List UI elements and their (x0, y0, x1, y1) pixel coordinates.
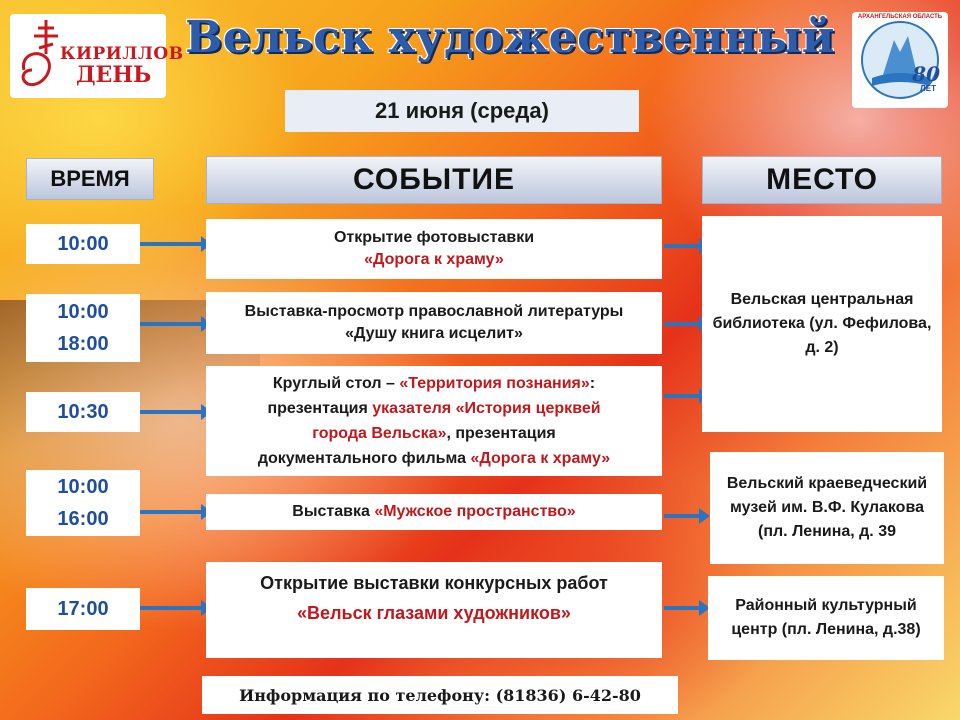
event-highlight: «Мужское пространство» (374, 503, 576, 520)
event-text: Круглый стол – (272, 375, 400, 392)
footer-contact: Информация по телефону: (81836) 6-42-80 (202, 676, 678, 714)
arrow-icon (664, 316, 710, 332)
event-highlight: указателя «История церквей (372, 400, 601, 417)
event-cell-3: Круглый стол – «Территория познания»: пр… (206, 366, 662, 476)
event-cell-5: Открытие выставки конкурсных работ «Вель… (206, 562, 662, 658)
event-highlight: «Дорога к храму» (364, 251, 504, 268)
header-time: ВРЕМЯ (26, 158, 154, 200)
event-cell-1: Открытие фотовыставки «Дорога к храму» (206, 219, 662, 279)
time-value-end: 18:00 (57, 333, 109, 355)
date-banner: 21 июня (среда) (285, 90, 639, 132)
event-cell-2: Выставка-просмотр православной литератур… (206, 292, 662, 354)
event-text: : (589, 375, 596, 392)
time-value: 17:00 (57, 598, 109, 620)
time-cell-4: 10:00 16:00 (26, 470, 140, 536)
region-logo-text: АРХАНГЕЛЬСКАЯ ОБЛАСТЬ (857, 14, 943, 20)
event-text: документального фильма (257, 450, 467, 467)
place-cell-3: Районный культурный центр (пл. Ленина, д… (708, 576, 944, 660)
header-place: МЕСТО (702, 156, 942, 204)
time-value: 10:00 (57, 233, 109, 255)
event-subtitle: «Душу книга исцелит» (345, 325, 523, 342)
region-emblem-icon (861, 21, 939, 99)
region-logo: АРХАНГЕЛЬСКАЯ ОБЛАСТЬ 80 ЛЕТ (852, 12, 948, 108)
arrow-icon (140, 504, 212, 520)
arrow-icon (140, 404, 212, 420)
orthodox-cross-icon (21, 20, 58, 87)
place-cell-1: Вельская центральная библиотека (ул. Феф… (702, 216, 942, 432)
time-value-start: 10:00 (57, 301, 109, 323)
event-highlight: «Территория познания» (399, 375, 590, 392)
event-text: , презентация (446, 425, 556, 442)
arrow-icon (664, 388, 710, 404)
event-highlight: «Дорога к храму» (470, 450, 611, 467)
event-cell-4: Выставка «Мужское пространство» (206, 494, 662, 530)
arrow-icon (140, 236, 212, 252)
page-title: Вельск художественный (185, 12, 835, 63)
time-cell-2: 10:00 18:00 (26, 294, 140, 362)
arrow-icon (664, 600, 710, 616)
time-value-end: 16:00 (57, 508, 109, 530)
time-value-start: 10:00 (57, 476, 109, 498)
region-logo-number: 80 (912, 62, 940, 86)
time-cell-3: 10:30 (26, 392, 140, 432)
logo-line2: ДЕНЬ (76, 62, 152, 88)
event-text: Открытие выставки конкурсных работ (260, 573, 608, 593)
arrow-icon (664, 238, 710, 254)
arrow-icon (140, 316, 212, 332)
time-value: 10:30 (57, 401, 109, 423)
event-text: презентация (267, 400, 373, 417)
time-cell-1: 10:00 (26, 224, 140, 264)
event-text: Открытие фотовыставки (333, 229, 535, 246)
time-cell-5: 17:00 (26, 588, 140, 630)
event-highlight: города Вельска» (312, 425, 447, 442)
header-event: СОБЫТИЕ (206, 156, 662, 204)
kirillov-day-logo: КИРИЛЛОВ ДЕНЬ (10, 14, 183, 98)
arrow-icon (140, 600, 212, 616)
event-highlight: «Вельск глазами художников» (297, 603, 571, 623)
region-logo-suffix: ЛЕТ (920, 84, 936, 93)
event-text: Выставка (292, 503, 375, 520)
arrow-icon (664, 508, 710, 524)
place-cell-2: Вельский краеведческий музей им. В.Ф. Ку… (710, 452, 944, 564)
logo-line1: КИРИЛЛОВ (60, 44, 184, 64)
event-text: Выставка-просмотр православной литератур… (244, 303, 624, 320)
